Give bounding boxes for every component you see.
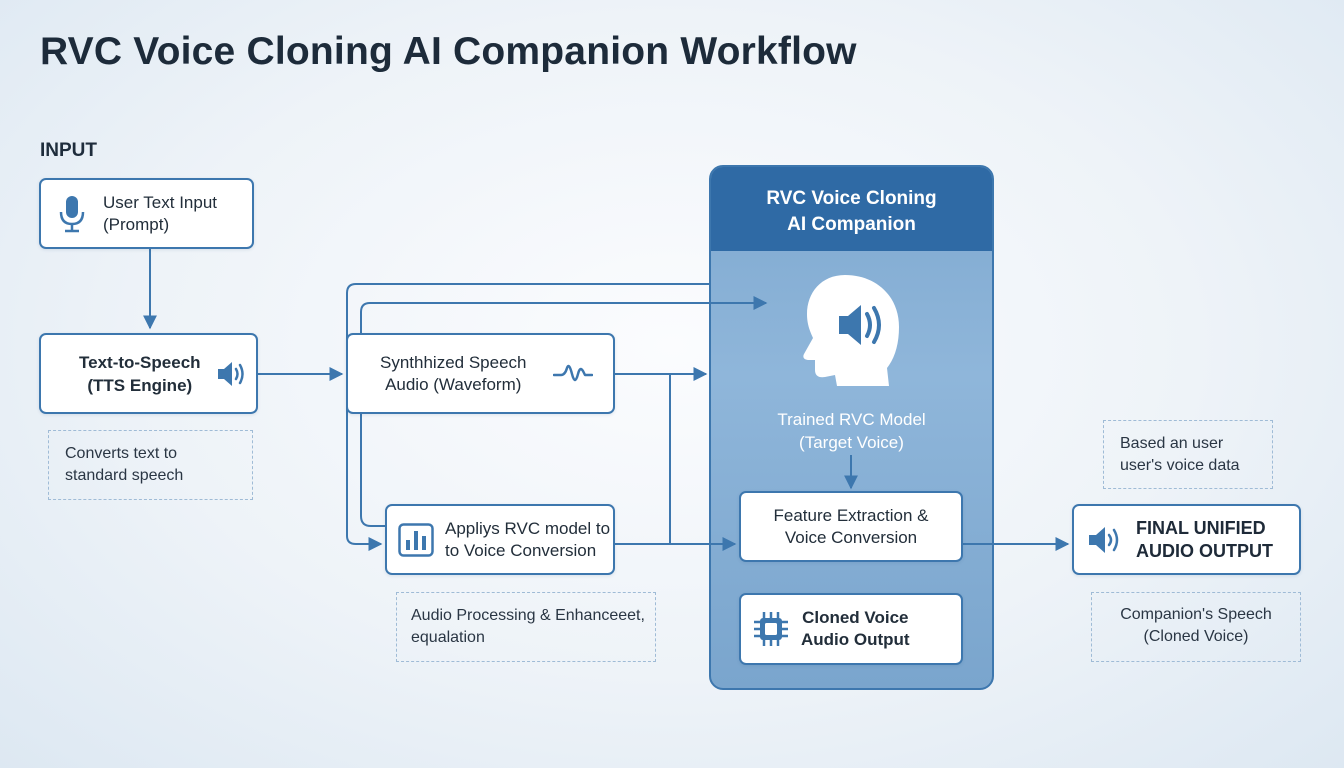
feature-line1: Feature Extraction &: [773, 505, 929, 525]
tts-note-line1: Converts text to: [65, 445, 178, 462]
panel-header-line2: AI Companion: [787, 214, 916, 235]
user-voice-note-line2: user's voice data: [1120, 457, 1240, 474]
feature-line2: Voice Conversion: [784, 527, 918, 547]
apply-note: Audio Processing & Enhanceeet, equalatio…: [396, 592, 656, 662]
speaker-icon: [1074, 525, 1136, 555]
section-input-label: INPUT: [40, 140, 97, 161]
trained-model-line2: (Target Voice): [799, 433, 904, 452]
apply-line1: Appliys RVC model to: [445, 518, 611, 538]
user-voice-note-line1: Based an user: [1120, 435, 1224, 452]
speaker-icon: [217, 361, 247, 387]
apply-note-line1: Audio Processing & Enhanceeet,: [411, 607, 645, 624]
user-input-line1: User Text Input: [103, 192, 218, 212]
tts-line2: (TTS Engine): [87, 375, 193, 395]
final-line2: AUDIO OUTPUT: [1136, 540, 1273, 561]
microphone-icon: [41, 195, 103, 233]
apply-rvc-node: Appliys RVC model to to Voice Conversion: [385, 504, 615, 575]
head-speaker-icon: [801, 272, 901, 392]
tts-line1: Text-to-Speech: [79, 352, 201, 372]
final-output-node: FINAL UNIFIED AUDIO OUTPUT: [1072, 504, 1301, 575]
tts-note-line2: standard speech: [65, 467, 184, 484]
page-title: RVC Voice Cloning AI Companion Workflow: [40, 30, 857, 73]
loop-inner-path: [360, 302, 765, 527]
waveform-icon: [552, 362, 593, 386]
loop-outer-path: [346, 283, 709, 551]
tts-note: Converts text to standard speech: [48, 430, 253, 500]
panel-header: RVC Voice Cloning AI Companion: [711, 167, 992, 251]
trained-model-line1: Trained RVC Model: [777, 410, 926, 429]
synth-line1: Synthhized Speech: [380, 352, 527, 372]
tts-engine-node: Text-to-Speech (TTS Engine): [39, 333, 258, 414]
final-line1: FINAL UNIFIED: [1136, 517, 1266, 538]
synthesized-speech-node: Synthhized Speech Audio (Waveform): [346, 333, 615, 414]
apply-line2: to Voice Conversion: [445, 540, 597, 560]
companion-note-line1: Companion's Speech: [1120, 606, 1272, 623]
cloned-voice-node: Cloned Voice Audio Output: [739, 593, 963, 665]
companion-speech-note: Companion's Speech (Cloned Voice): [1091, 592, 1301, 662]
panel-header-line1: RVC Voice Cloning: [766, 188, 937, 209]
cloned-line1: Cloned Voice: [802, 608, 909, 627]
chip-icon: [741, 611, 801, 647]
user-text-input-node: User Text Input (Prompt): [39, 178, 254, 249]
trained-model-label: Trained RVC Model (Target Voice): [711, 408, 992, 454]
user-input-line2: (Prompt): [103, 214, 170, 234]
feature-extraction-node: Feature Extraction & Voice Conversion: [739, 491, 963, 562]
cloned-line2: Audio Output: [801, 630, 910, 649]
synth-line2: Audio (Waveform): [385, 374, 522, 394]
apply-note-line2: equalation: [411, 629, 485, 646]
companion-note-line2: (Cloned Voice): [1143, 628, 1249, 645]
equalizer-icon: [387, 522, 445, 557]
user-voice-note: Based an user user's voice data: [1103, 420, 1273, 489]
